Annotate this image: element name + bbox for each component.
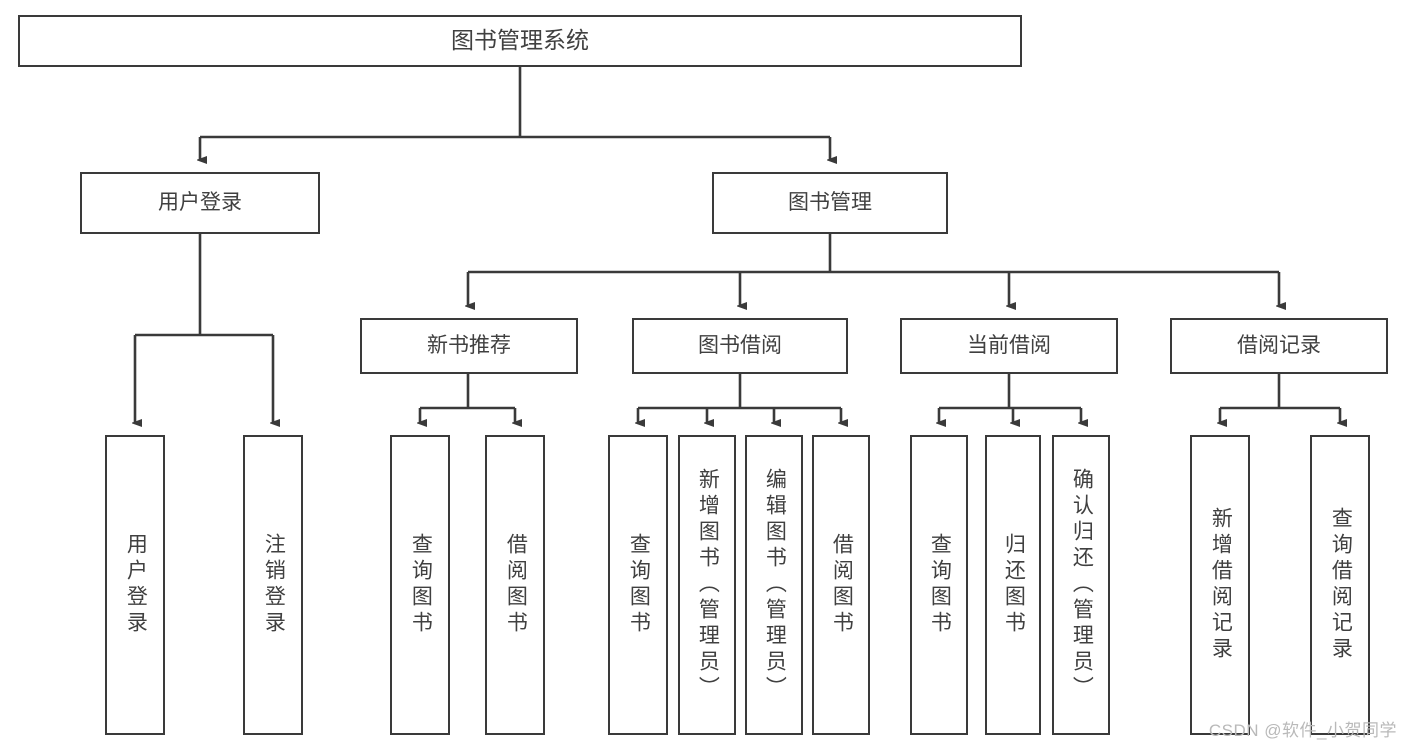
node-leaf-query-book-1[interactable]: 查询图书 [390, 435, 450, 735]
node-label: 用户登录 [124, 533, 148, 637]
node-leaf-logout[interactable]: 注销登录 [243, 435, 303, 735]
node-label: 注销登录 [262, 533, 286, 637]
node-label: 查询图书 [928, 533, 952, 637]
node-label: 新书推荐 [427, 333, 511, 357]
node-level3-new-book-recommend[interactable]: 新书推荐 [360, 318, 578, 374]
node-leaf-add-book-admin[interactable]: 新增图书（管理员） [678, 435, 736, 735]
node-label: 新增图书（管理员） [696, 468, 720, 702]
node-leaf-query-borrow-record[interactable]: 查询借阅记录 [1310, 435, 1370, 735]
node-root[interactable]: 图书管理系统 [18, 15, 1022, 67]
node-label: 查询借阅记录 [1329, 507, 1353, 663]
node-leaf-query-book-3[interactable]: 查询图书 [910, 435, 968, 735]
node-label: 借阅记录 [1237, 333, 1321, 357]
node-label: 归还图书 [1002, 533, 1026, 637]
node-label: 查询图书 [409, 533, 433, 637]
node-leaf-return-book[interactable]: 归还图书 [985, 435, 1041, 735]
node-leaf-edit-book-admin[interactable]: 编辑图书（管理员） [745, 435, 803, 735]
node-level2-user-login[interactable]: 用户登录 [80, 172, 320, 234]
node-root-label: 图书管理系统 [451, 27, 589, 54]
node-leaf-borrow-book-2[interactable]: 借阅图书 [812, 435, 870, 735]
node-label: 确认归还（管理员） [1070, 468, 1094, 702]
node-label: 编辑图书（管理员） [763, 468, 787, 702]
node-leaf-user-login[interactable]: 用户登录 [105, 435, 165, 735]
node-leaf-borrow-book-1[interactable]: 借阅图书 [485, 435, 545, 735]
node-label: 用户登录 [158, 190, 242, 214]
watermark: CSDN @软件_小贺同学 [1208, 721, 1397, 740]
node-label: 借阅图书 [830, 533, 854, 637]
node-label: 借阅图书 [504, 533, 528, 637]
node-level2-book-management[interactable]: 图书管理 [712, 172, 948, 234]
node-leaf-add-borrow-record[interactable]: 新增借阅记录 [1190, 435, 1250, 735]
node-level3-borrow-record[interactable]: 借阅记录 [1170, 318, 1388, 374]
node-leaf-query-book-2[interactable]: 查询图书 [608, 435, 668, 735]
node-label: 新增借阅记录 [1209, 507, 1233, 663]
node-label: 图书管理 [788, 190, 872, 214]
node-label: 查询图书 [627, 533, 651, 637]
node-level3-current-borrow[interactable]: 当前借阅 [900, 318, 1118, 374]
node-level3-book-borrow[interactable]: 图书借阅 [632, 318, 848, 374]
node-label: 当前借阅 [967, 333, 1051, 357]
node-label: 图书借阅 [698, 333, 782, 357]
node-leaf-confirm-return-admin[interactable]: 确认归还（管理员） [1052, 435, 1110, 735]
